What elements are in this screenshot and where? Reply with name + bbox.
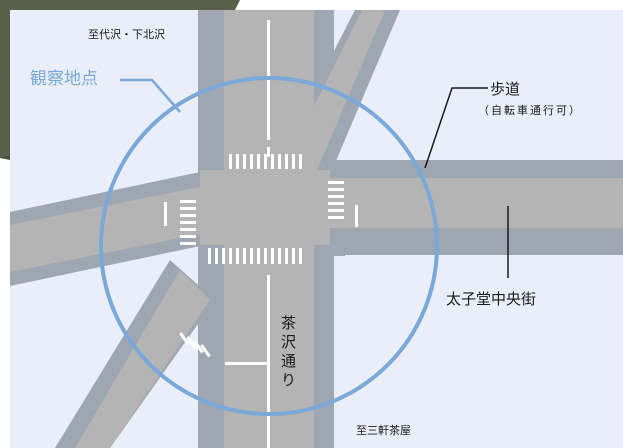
road-west (10, 185, 210, 272)
label-chazawa-street: 茶 沢 通 り (281, 314, 296, 389)
stop-line-north (267, 147, 270, 157)
blocks (345, 255, 623, 448)
leader-sidewalk (424, 87, 488, 169)
block-southeast (345, 255, 623, 448)
label-to-sangenjaya: 至三軒茶屋 (356, 424, 411, 437)
road-east (300, 178, 623, 228)
chazawa-char: り (281, 371, 296, 389)
label-sidewalk: 歩道 (490, 80, 520, 98)
stop-line-west (164, 202, 167, 226)
chazawa-char: 沢 (281, 333, 296, 351)
crosswalk-east (328, 181, 344, 219)
label-to-daizawa: 至代沢・下北沢 (88, 27, 165, 41)
label-taishido-street: 太子堂中央街 (446, 290, 536, 308)
stop-line-south (225, 362, 267, 365)
terrain-left (0, 0, 10, 158)
intersection-core (200, 170, 330, 245)
crosswalk-west (180, 200, 196, 245)
observation-circle (99, 76, 439, 416)
crosswalk-north (229, 154, 302, 169)
crosswalk-southwest (179, 332, 211, 358)
label-observation-point: 観察地点 (30, 69, 98, 89)
stop-line-east (355, 205, 358, 227)
leader-observation (120, 78, 181, 113)
terrain-top (0, 0, 240, 10)
chazawa-char: 茶 (281, 314, 296, 332)
chazawa-char: 通 (281, 352, 296, 370)
centerline-south (267, 275, 270, 448)
crosswalk-south (208, 248, 302, 264)
label-sidewalk-note: （自転車通行可） (478, 103, 582, 117)
